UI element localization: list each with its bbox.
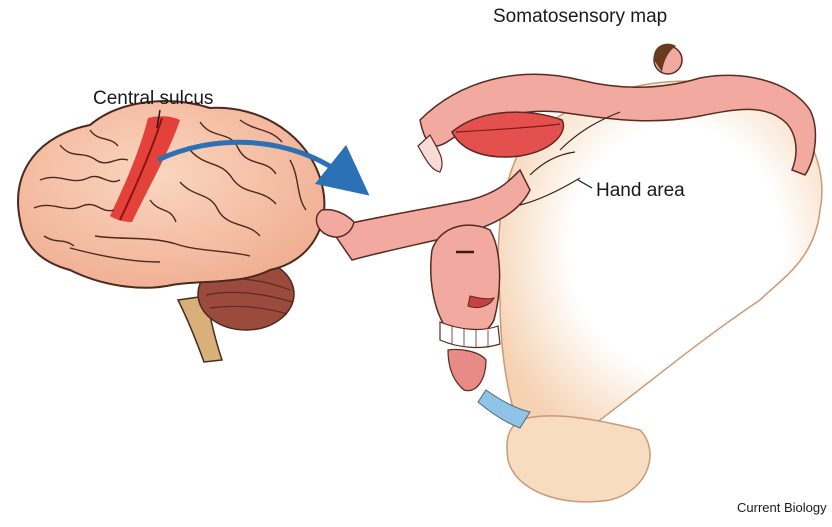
face xyxy=(431,225,500,336)
homunculus-icon xyxy=(316,44,821,502)
credit-label: Current Biology xyxy=(737,500,827,515)
somatosensory-map-label: Somatosensory map xyxy=(493,6,667,28)
brain-icon xyxy=(18,101,324,362)
central-sulcus-label: Central sulcus xyxy=(93,88,213,110)
hand-area-label: Hand area xyxy=(596,180,685,202)
tongue xyxy=(448,349,486,390)
